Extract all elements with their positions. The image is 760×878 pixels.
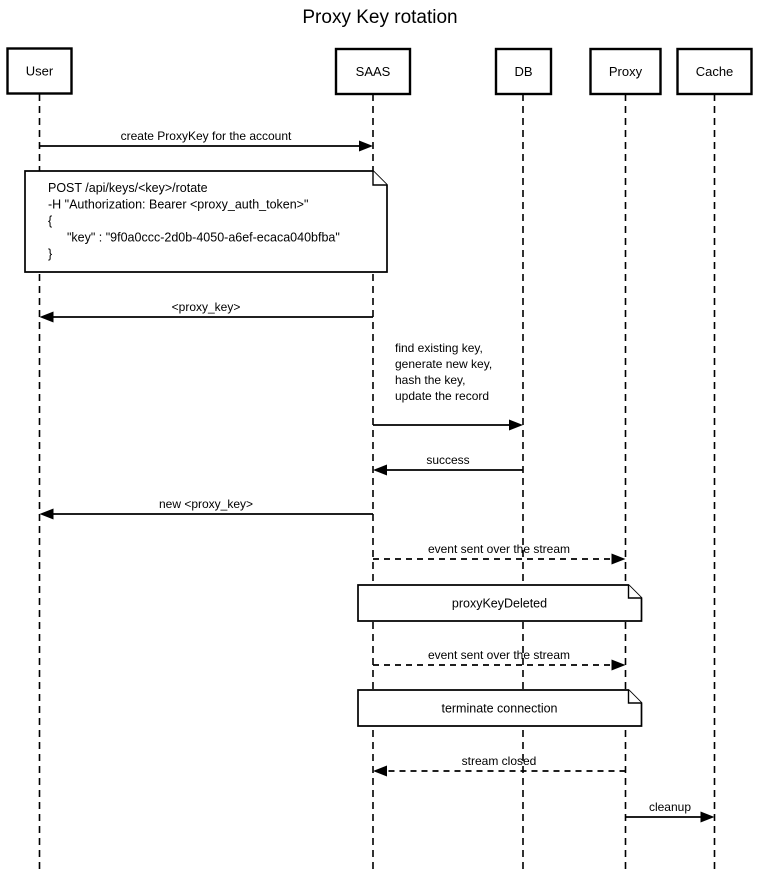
arrowhead-right-icon [611,659,626,671]
note-line: POST /api/keys/<key>/rotate [48,181,208,195]
message-new-proxy-key: new <proxy_key> [39,497,373,520]
message-label: new <proxy_key> [159,497,253,511]
arrowhead-left-icon [39,311,54,323]
note-box [357,584,643,622]
message-label: event sent over the stream [428,542,570,556]
participant-proxy: Proxy [589,47,662,96]
message-stream-closed: stream closed [373,754,626,777]
arrowhead-right-icon [509,419,523,431]
message-label-line: update the record [395,389,489,403]
note-line: "key" : "9f0a0ccc-2d0b-4050-a6ef-ecaca04… [67,231,340,245]
arrowhead-left-icon [373,765,387,777]
diagram-title: Proxy Key rotation [302,7,457,28]
note-line: terminate connection [441,702,557,716]
participant-box [334,47,412,96]
message-create-proxykey: create ProxyKey for the account [39,129,373,152]
participant-box [6,47,73,95]
note-line: } [48,247,52,261]
message-update-record: find existing key, generate new key, has… [373,341,523,431]
note-box [24,170,388,273]
message-label-line: generate new key, [395,357,492,371]
arrowhead-right-icon [700,811,715,823]
participant-label: Cache [696,64,734,79]
participant-box [494,47,553,96]
note-proxykey-deleted: proxyKeyDeleted [357,584,643,622]
message-label-line: hash the key, [395,373,466,387]
note-fold-icon [627,585,642,599]
message-label: cleanup [649,800,691,814]
note-line: proxyKeyDeleted [452,597,547,611]
arrowhead-left-icon [39,508,54,520]
note-terminate-connection: terminate connection [357,689,643,727]
message-label: event sent over the stream [428,648,570,662]
participant-cache: Cache [676,47,753,96]
participant-label: Proxy [609,64,643,79]
participant-box [589,47,662,96]
message-label-line: find existing key, [395,341,483,355]
participant-saas: SAAS [334,47,412,96]
message-event-stream-1: event sent over the stream [373,542,626,565]
participant-db: DB [494,47,553,96]
message-event-stream-2: event sent over the stream [373,648,626,671]
note-fold-icon [372,171,387,186]
note-box [357,689,643,727]
participant-label: DB [514,64,532,79]
participant-box [676,47,753,96]
arrowhead-left-icon [373,464,387,476]
message-label: <proxy_key> [172,300,241,314]
message-cleanup: cleanup [625,800,715,823]
note-line: { [48,214,52,228]
message-success: success [373,453,523,476]
arrowhead-right-icon [611,553,626,565]
participant-label: User [26,64,54,79]
note-post-request: POST /api/keys/<key>/rotate -H "Authoriz… [24,170,388,273]
participant-label: SAAS [356,64,391,79]
note-fold-icon [627,690,642,704]
message-label: stream closed [462,754,537,768]
message-label: success [426,453,469,467]
note-line: -H "Authorization: Bearer <proxy_auth_to… [48,198,308,212]
arrowhead-right-icon [359,140,373,152]
message-label: create ProxyKey for the account [121,129,292,143]
message-proxy-key: <proxy_key> [39,300,373,323]
participant-user: User [6,47,73,95]
